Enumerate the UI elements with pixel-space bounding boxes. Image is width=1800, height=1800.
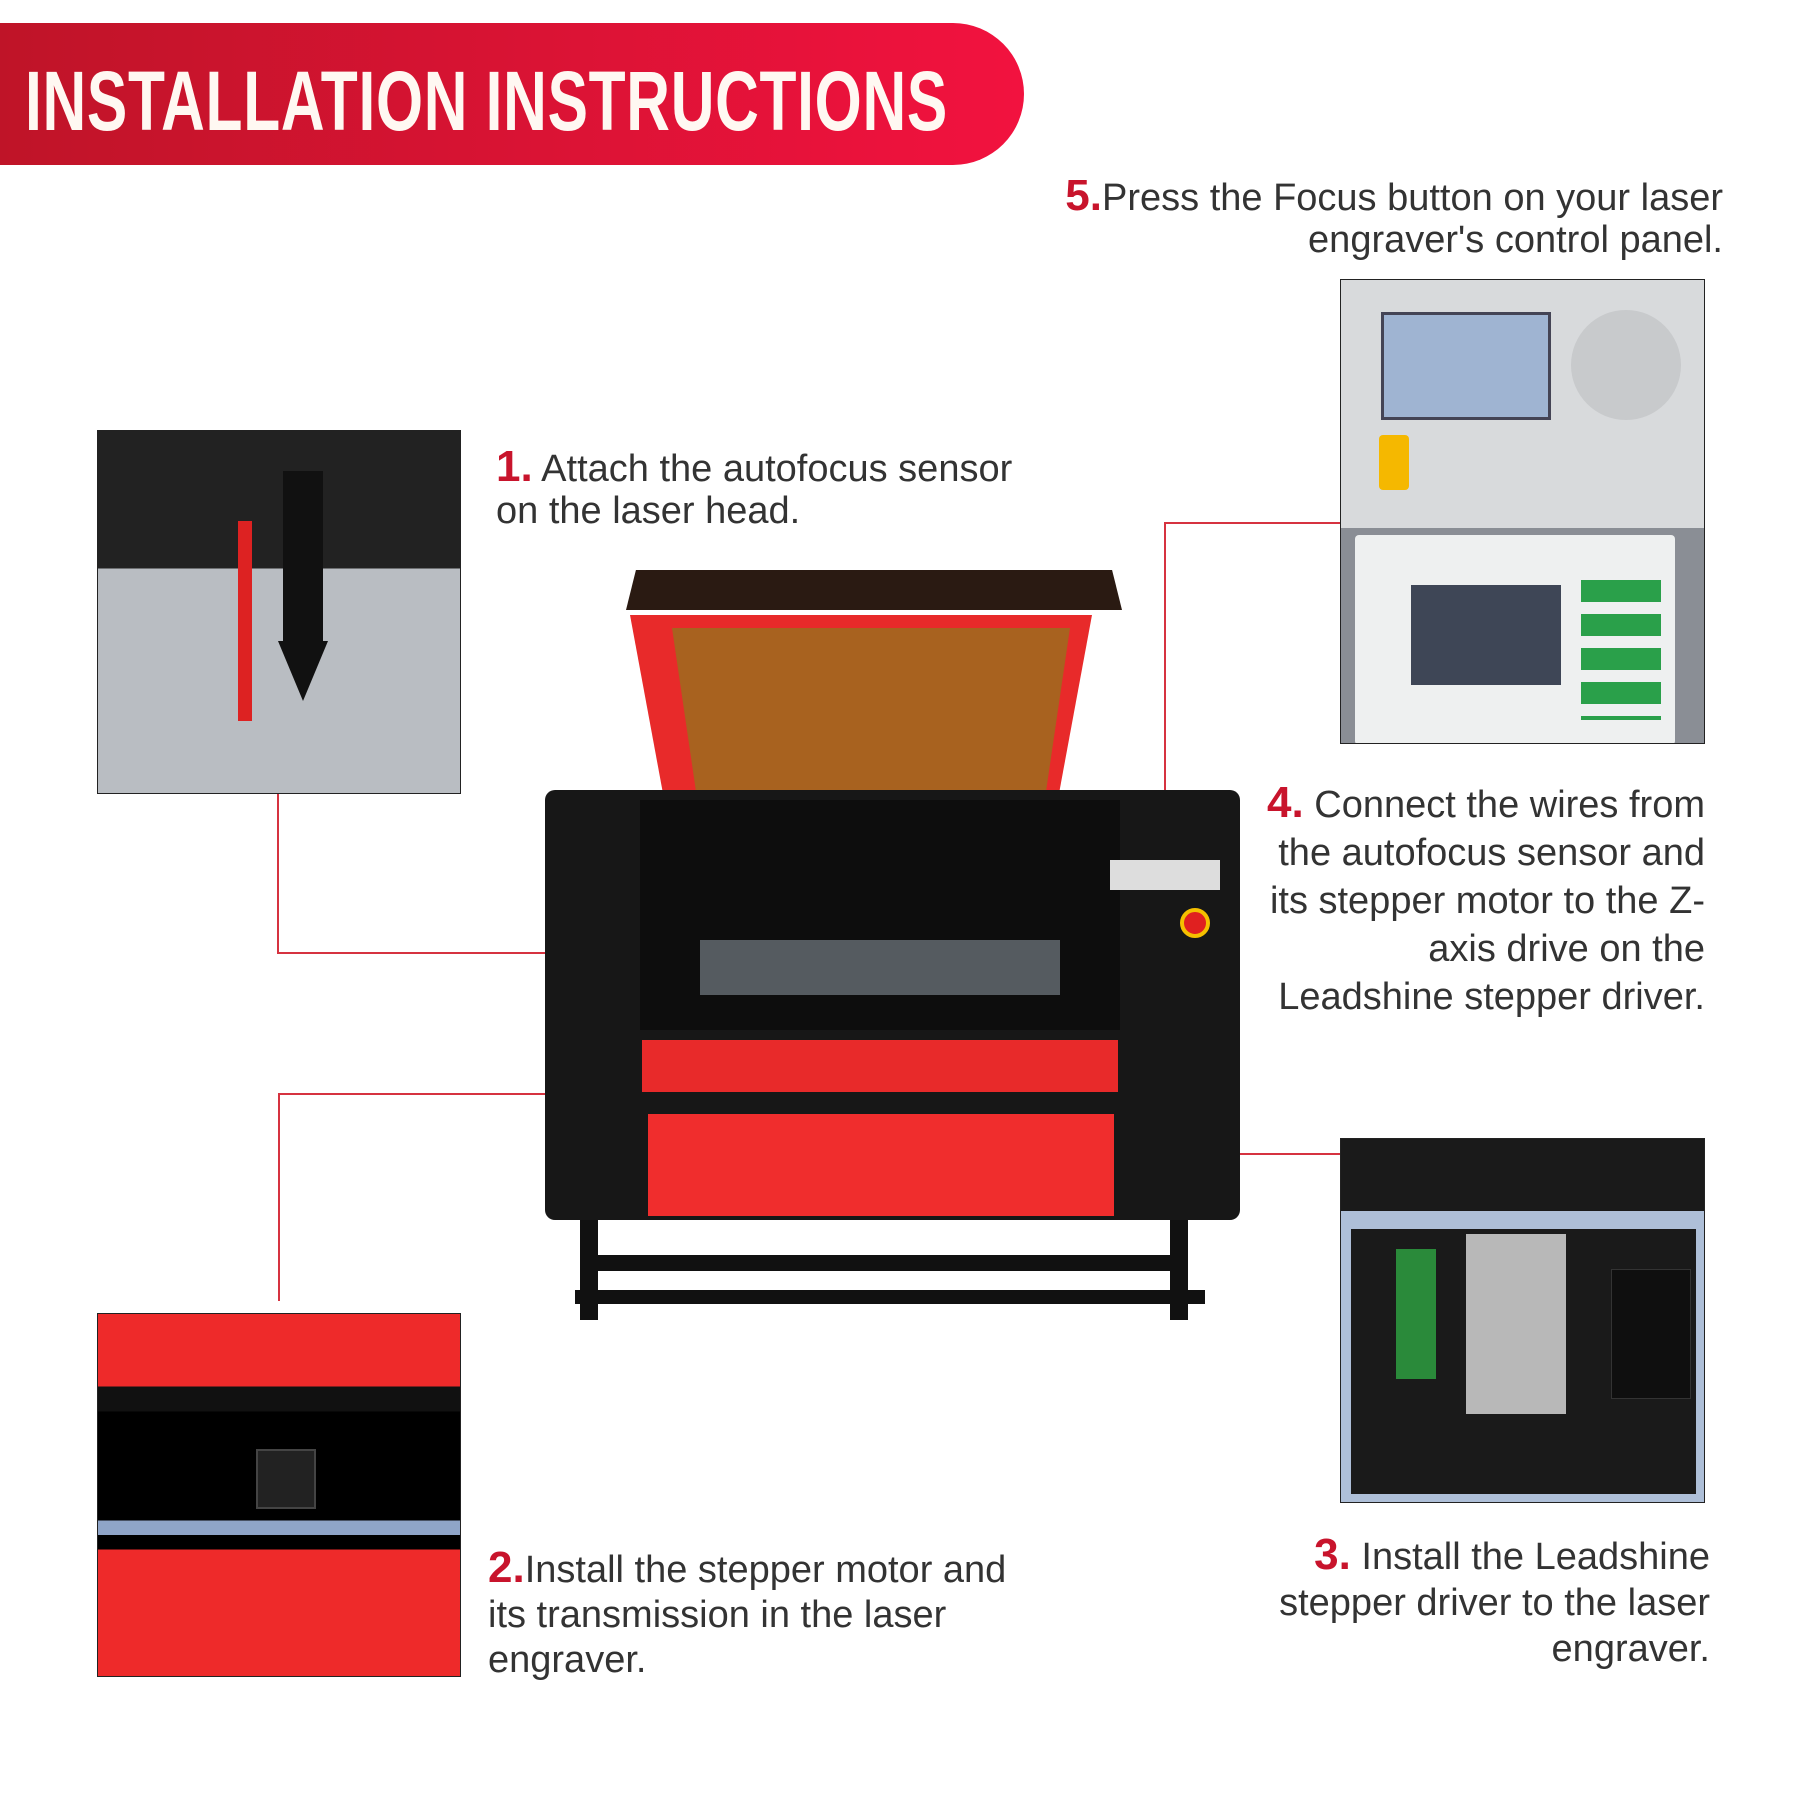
stepper-motor-photo: [97, 1313, 461, 1677]
step-1: 1. Attach the autofocus sensor on the la…: [496, 445, 1016, 533]
connector-line-2: [278, 1093, 280, 1301]
step-5-number: 5.: [1065, 171, 1102, 220]
step-3-text: Install the Leadshine stepper driver to …: [1279, 1536, 1710, 1670]
title-banner: INSTALLATION INSTRUCTIONS: [0, 23, 1024, 165]
connector-line-1: [277, 794, 279, 954]
step-4-text: Connect the wires from the autofocus sen…: [1269, 784, 1705, 1018]
step-5-text: Press the Focus button on your laser eng…: [1102, 177, 1723, 261]
step-4-number: 4.: [1267, 778, 1304, 827]
step-2-number: 2.: [488, 1543, 525, 1592]
direction-pad: [1571, 310, 1681, 420]
step-2: 2.Install the stepper motor and its tran…: [488, 1545, 1008, 1683]
connector-line-3: [1225, 1153, 1340, 1155]
step-1-text: Attach the autofocus sensor on the laser…: [496, 448, 1013, 532]
step-5: 5.Press the Focus button on your laser e…: [963, 174, 1723, 262]
connector-line-2b: [278, 1093, 553, 1095]
step-3-number: 3.: [1314, 1530, 1351, 1579]
page-title: INSTALLATION INSTRUCTIONS: [25, 54, 948, 148]
panel-screen: [1411, 585, 1561, 685]
connector-line-4b: [1164, 522, 1166, 863]
lcd-screen: [1381, 312, 1551, 420]
laser-head-photo: [97, 430, 461, 794]
step-1-number: 1.: [496, 442, 533, 491]
connector-line-4: [1164, 522, 1340, 524]
reset-button: [1379, 435, 1409, 490]
step-2-text: Install the stepper motor and its transm…: [488, 1549, 1007, 1681]
panel-buttons: [1581, 580, 1661, 720]
step-3: 3. Install the Leadshine stepper driver …: [1230, 1532, 1710, 1672]
control-panel-photo: [1340, 279, 1705, 744]
step-4: 4. Connect the wires from the autofocus …: [1245, 779, 1705, 1021]
stepper-driver-photo: [1340, 1138, 1705, 1503]
